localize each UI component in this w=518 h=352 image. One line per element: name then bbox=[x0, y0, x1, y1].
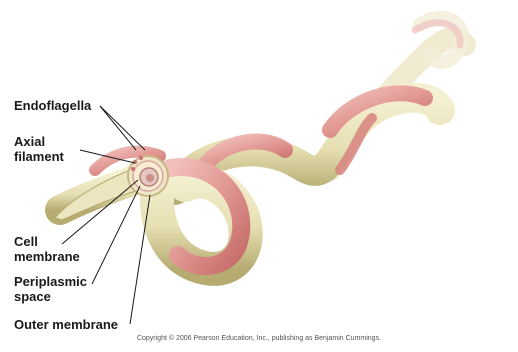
leader-endoflagella-a bbox=[100, 106, 136, 150]
leader-outer-membrane bbox=[130, 195, 150, 324]
label-outer-membrane: Outer membrane bbox=[14, 317, 118, 332]
label-axial-filament: Axial filament bbox=[14, 134, 64, 164]
copyright-notice: Copyright © 2006 Pearson Education, Inc.… bbox=[0, 335, 518, 342]
label-periplasmic-space: Periplasmic space bbox=[14, 274, 87, 304]
axial-filament-dot-2 bbox=[139, 156, 143, 160]
label-endoflagella: Endoflagella bbox=[14, 98, 91, 113]
axial-filament-dot-1 bbox=[133, 160, 137, 164]
cytoplasm-core bbox=[146, 174, 154, 182]
label-cell-membrane: Cell membrane bbox=[14, 234, 80, 264]
leader-endoflagella-b bbox=[100, 106, 145, 150]
axial-filament-dot-3 bbox=[131, 167, 135, 171]
